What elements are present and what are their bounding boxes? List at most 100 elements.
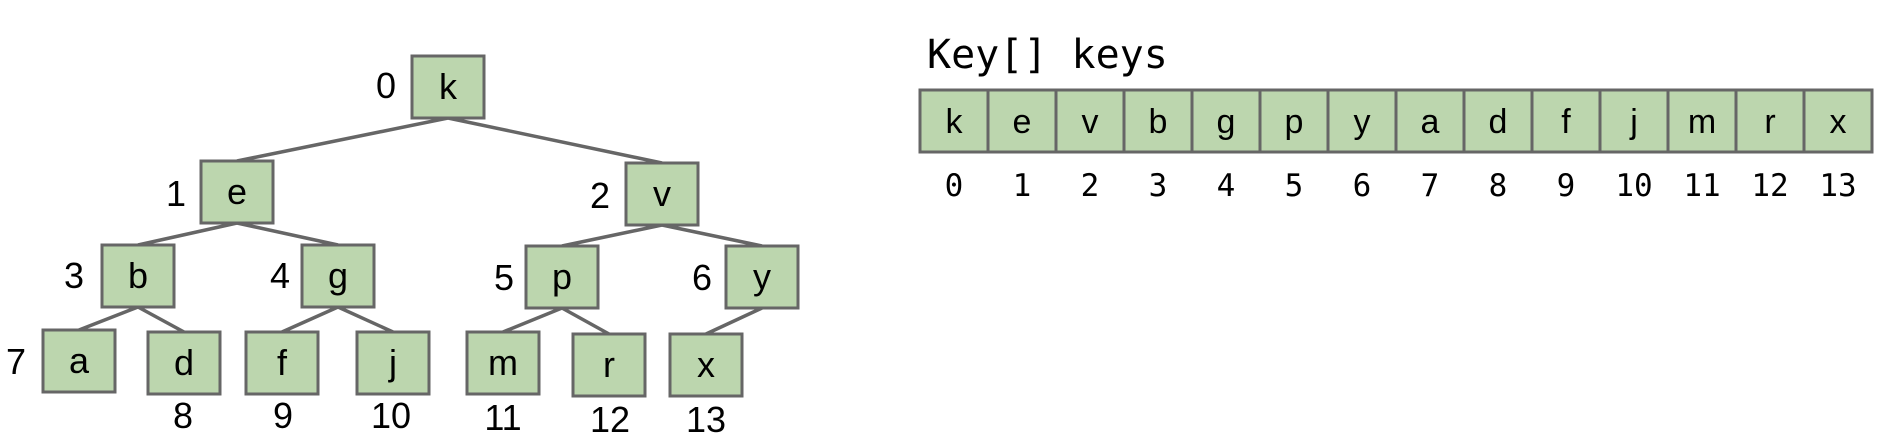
tree-node: e1 [166,159,275,225]
tree-node: v2 [590,161,700,227]
tree-node-key: m [488,342,518,383]
array-cell: d [1462,88,1534,154]
tree-node: f9 [244,330,320,436]
array-cell-box [1394,88,1466,154]
tree-node-key: r [603,344,615,385]
array-cell-key: b [1149,103,1168,141]
array-index-label: 3 [1149,168,1168,204]
array-cell-key: p [1285,103,1304,141]
array-cell: e [986,88,1058,154]
array-cell: y [1326,88,1398,154]
tree-edge [561,306,610,336]
tree-edge [561,223,663,248]
tree-node: b3 [64,243,176,309]
tree-node: g4 [270,243,376,309]
tree-node-key: a [69,340,90,381]
array-index-label: 10 [1615,168,1652,204]
array-index-label: 1 [1013,168,1032,204]
tree-node-key: x [697,344,715,385]
tree-node-box [300,243,376,309]
array-cell: r [1734,88,1806,154]
tree-node-key: b [128,255,148,296]
array-cell-key: y [1354,103,1371,141]
tree-node-key: k [439,66,458,107]
tree-node-box [724,244,800,310]
tree-node-box [465,330,541,396]
tree-node-index: 4 [270,255,290,296]
tree-node-index: 0 [376,65,396,106]
array-cell-key: x [1830,103,1847,141]
tree-edges [78,116,763,336]
array-cell: p [1258,88,1330,154]
tree-node-key: e [227,171,247,212]
tree-node-key: f [277,342,288,383]
array-index-label: 8 [1489,168,1508,204]
array-index-label: 0 [945,168,964,204]
tree-node: p5 [494,244,600,310]
tree-node: m11 [465,330,541,438]
array-cell-box [1666,88,1738,154]
array-cell-box [1598,88,1670,154]
tree-node-index: 1 [166,173,186,214]
tree-node-index: 3 [64,255,84,296]
array-index-label: 5 [1285,168,1304,204]
tree-node-box [624,161,700,227]
array-title: Key[] keys [927,32,1168,78]
array-cell-key: j [1629,103,1638,141]
tree-node-index: 9 [273,395,293,436]
array-cell: a [1394,88,1466,154]
array-cell-key: e [1013,103,1032,141]
array-cell-box [1258,88,1330,154]
tree-node-box [668,332,744,398]
tree-node-key: v [653,173,671,214]
tree-node-box [199,159,275,225]
tree-edge [661,223,763,248]
array-cell-key: a [1421,103,1440,141]
array-cell-key: f [1561,103,1571,141]
tree-node-box [571,332,647,398]
tree-node: k0 [376,54,486,120]
array-cell: m [1666,88,1738,154]
tree-node: x 13 [668,332,744,440]
array-index-label: 12 [1751,168,1788,204]
array-index-label: 13 [1819,168,1856,204]
tree-edge [78,305,139,332]
array-cell: j [1598,88,1670,154]
tree-edge [281,305,339,334]
tree-node-index: 13 [686,399,726,440]
array-index-label: 11 [1683,168,1720,204]
tree-edge [137,221,238,247]
array-cell-box [1802,88,1874,154]
array-cell-key: d [1489,103,1508,141]
tree-edge [236,221,339,247]
array-cell: b [1122,88,1194,154]
tree-edge [705,306,763,336]
tree-node-key: d [174,342,194,383]
tree-edge [137,305,185,334]
tree-node-index: 6 [692,257,712,298]
tree-node-box [355,330,431,396]
tree-edge [502,306,563,334]
tree-node-box [244,330,320,396]
array-cell: g [1190,88,1262,154]
tree-node-index: 10 [371,395,411,436]
tree-node: d8 [146,330,222,436]
array-cell-key: g [1217,103,1236,141]
array-index-label: 6 [1353,168,1372,204]
tree-node-box [410,54,486,120]
tree-node-index: 12 [590,399,630,440]
tree-node-box [100,243,176,309]
array-cell-box [1530,88,1602,154]
tree-edge [236,116,449,163]
array-cell-key: r [1764,103,1775,141]
tree-edge [337,305,394,334]
tree-node-index: 2 [590,175,610,216]
tree-node: r 12 [571,332,647,440]
tree-node-key: y [753,256,771,297]
tree-node-index: 5 [494,257,514,298]
